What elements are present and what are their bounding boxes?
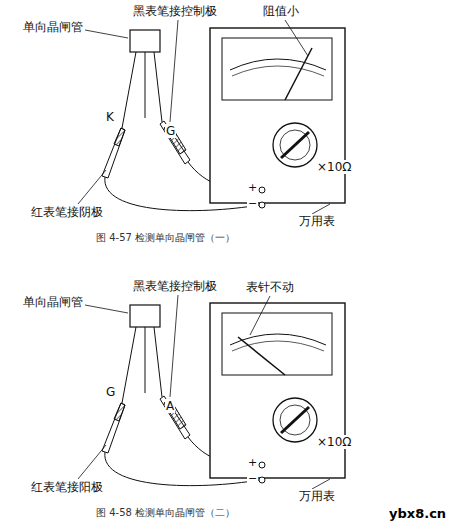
leader-line bbox=[285, 20, 308, 56]
part-label: 万用表 bbox=[298, 489, 336, 503]
watermark: ybx8.cn bbox=[388, 506, 447, 522]
figure-two bbox=[78, 295, 345, 489]
terminal-label: − bbox=[247, 472, 258, 485]
range-label: ×10Ω bbox=[316, 160, 353, 174]
figure-one bbox=[78, 20, 345, 214]
terminal-label: + bbox=[247, 181, 258, 194]
reading-note: 表针不动 bbox=[245, 280, 295, 294]
terminal-label: + bbox=[247, 456, 258, 469]
leader-label: 红表笔接阳极 bbox=[30, 480, 104, 494]
leader-label: 黑表笔接控制极 bbox=[132, 4, 218, 18]
terminal-label: − bbox=[247, 197, 258, 210]
range-label: ×10Ω bbox=[316, 435, 353, 449]
part-label: 单向晶闸管 bbox=[22, 20, 84, 34]
pin-label: G bbox=[165, 124, 176, 138]
figure-caption: 图 4-58 检测单向晶闸管（二） bbox=[95, 507, 236, 519]
pin-label: A bbox=[165, 399, 175, 413]
figure-caption: 图 4-57 检测单向晶闸管（一） bbox=[95, 232, 236, 244]
leader-label: 黑表笔接控制极 bbox=[132, 279, 218, 293]
pin-label: G bbox=[105, 385, 116, 399]
needle bbox=[238, 337, 285, 375]
pin-label: K bbox=[105, 110, 115, 124]
reading-note: 阻值小 bbox=[262, 4, 300, 18]
leader-line bbox=[250, 296, 270, 335]
part-label: 单向晶闸管 bbox=[22, 295, 84, 309]
leader-label: 红表笔接阴极 bbox=[30, 205, 104, 219]
part-label: 万用表 bbox=[298, 214, 336, 228]
